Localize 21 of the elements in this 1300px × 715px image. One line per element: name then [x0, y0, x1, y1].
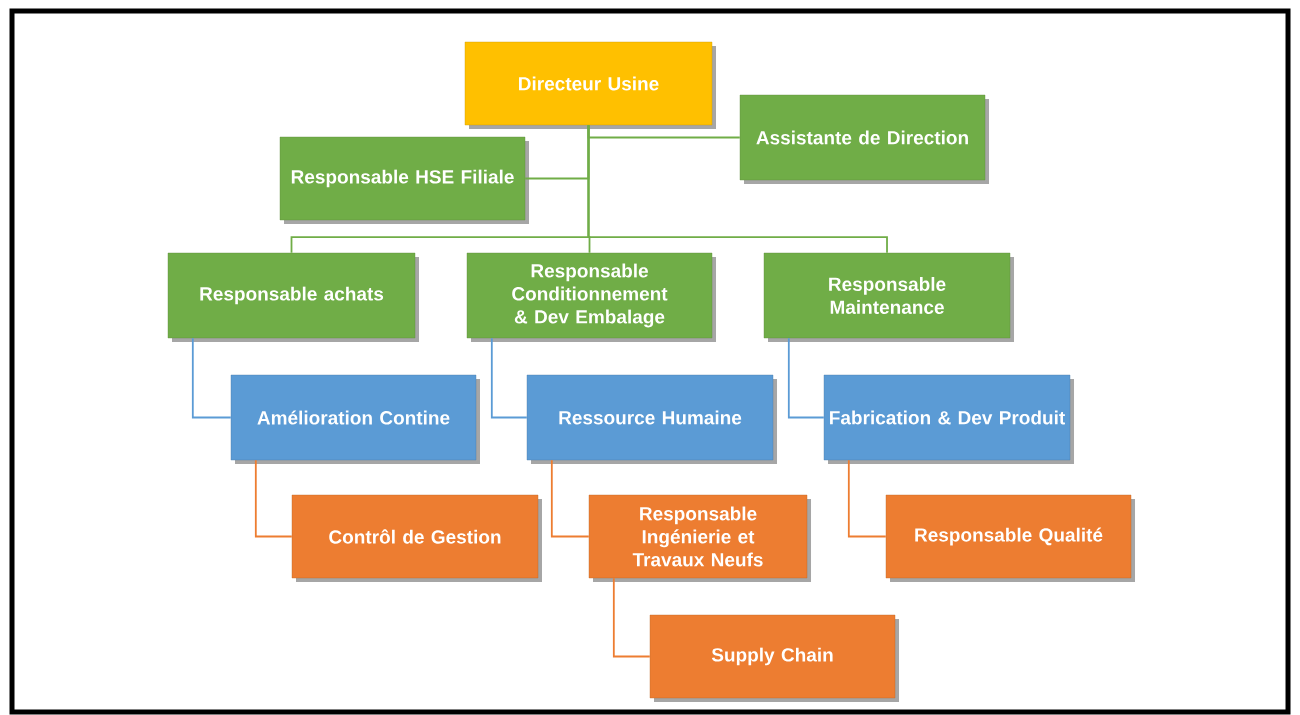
role-box: Responsable HSE Filiale [279, 136, 529, 224]
connector-line [587, 124, 888, 254]
role-box: Directeur Usine [464, 41, 716, 129]
role-box: Responsable Ingénierie et Travaux Neufs [588, 494, 811, 582]
role-box: Assistante de Direction [739, 94, 989, 184]
role-box: Responsable Qualité [885, 494, 1135, 582]
connector-line [847, 459, 887, 538]
connector-line [612, 577, 651, 658]
role-box: Amélioration Contine [230, 374, 480, 464]
connector-line [254, 459, 293, 538]
role-box: Contrôl de Gestion [291, 494, 542, 582]
connector-line [191, 337, 232, 419]
role-box: Responsable Maintenance [763, 252, 1014, 342]
role-box: Responsable achats [167, 252, 419, 342]
role-box: Supply Chain [649, 614, 899, 702]
role-box: Responsable Conditionnement & Dev Embalage [466, 252, 716, 342]
connector-line [787, 337, 825, 419]
role-box: Fabrication & Dev Produit [823, 374, 1074, 464]
role-box: Ressource Humaine [526, 374, 777, 464]
connector-line [490, 337, 528, 419]
connector-line [550, 459, 590, 538]
